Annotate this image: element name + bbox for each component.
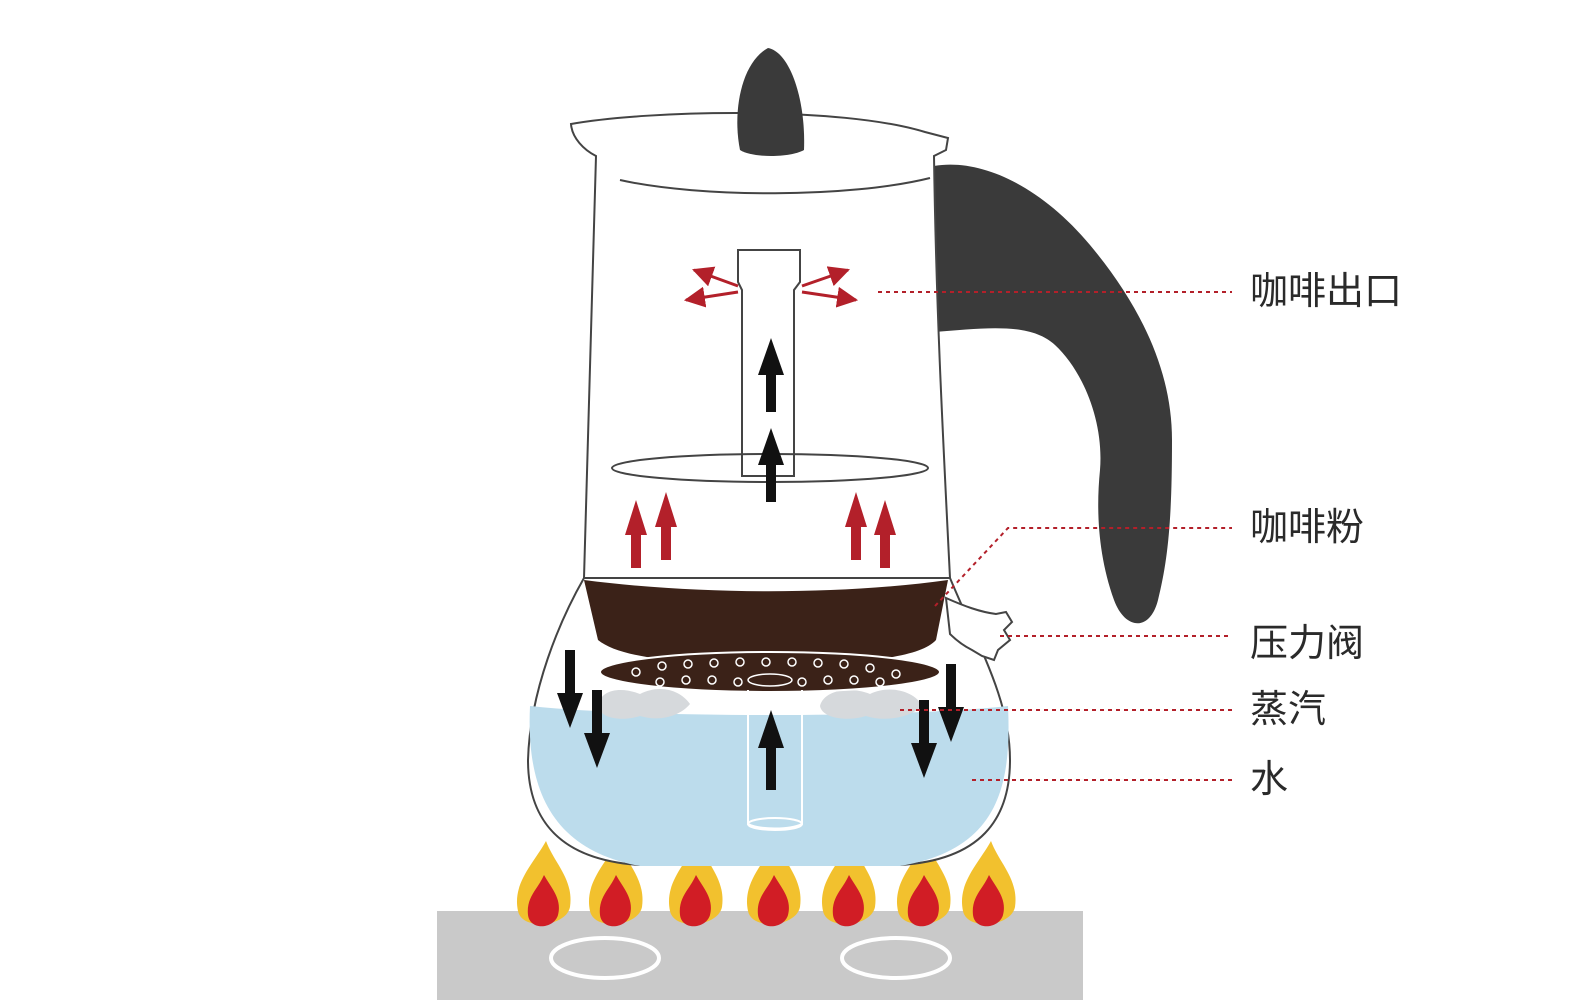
coffee-grounds [584, 580, 948, 664]
black-arrows-up [758, 338, 784, 790]
label-coffee-grounds: 咖啡粉 [1250, 505, 1364, 549]
burner-ring-icon [549, 936, 661, 980]
flame-icon [588, 841, 643, 927]
lid-line [619, 177, 931, 195]
label-water: 水 [1250, 757, 1288, 801]
burner-ring-icon [840, 936, 952, 980]
red-arrows-up [625, 492, 896, 568]
black-arrows-down [557, 650, 964, 778]
label-steam: 蒸汽 [1250, 687, 1326, 731]
steam [598, 689, 922, 719]
flame-icon [516, 841, 571, 927]
flame-icon [821, 841, 876, 927]
label-pressure-valve: 压力阀 [1250, 621, 1364, 665]
pressure-valve [944, 596, 1014, 662]
flame-icon [668, 841, 723, 927]
coffee-spray-arrows [683, 266, 859, 308]
flame-icon [961, 841, 1016, 927]
label-coffee-outlet: 咖啡出口 [1250, 269, 1402, 313]
funnel-tube-bottom [747, 817, 803, 831]
leader-lines [878, 291, 1232, 781]
flame-icon [746, 841, 801, 927]
flames [516, 841, 1016, 927]
pot-handle [934, 164, 1172, 624]
flame-icon [896, 841, 951, 927]
lid-knob [737, 48, 805, 156]
filter-holes [631, 657, 901, 687]
